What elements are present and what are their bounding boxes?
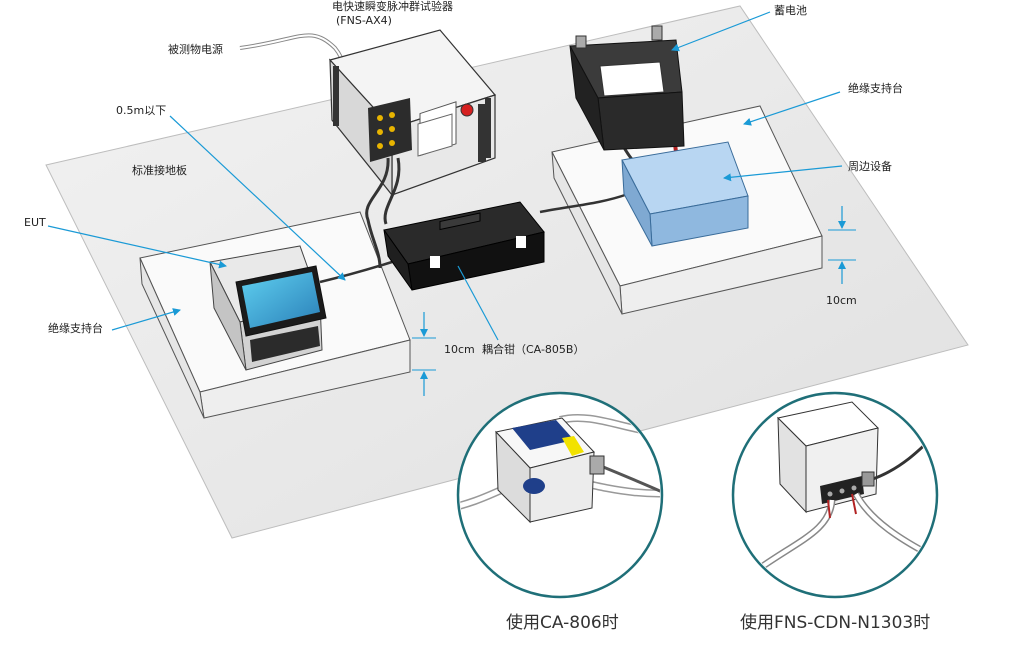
burst-generator — [328, 29, 497, 197]
generator-title: 电快速瞬变脉冲群试验器 — [332, 0, 453, 13]
label-ground-plate: 标准接地板 — [132, 164, 187, 177]
peripheral-device — [621, 141, 749, 247]
label-cable-length: 0.5m以下 — [116, 104, 167, 117]
caption-cdn: 使用FNS-CDN-N1303时 — [740, 613, 931, 633]
coupling-clamp — [383, 201, 545, 291]
detail-circle-cdn — [731, 391, 939, 599]
generator-model: (FNS-AX4) — [336, 14, 392, 27]
label-battery: 蓄电池 — [774, 4, 807, 17]
label-height-right: 10cm — [826, 294, 857, 307]
detail-circle-ca806 — [456, 391, 664, 599]
leader-lines — [47, 11, 843, 341]
height-marker-left — [412, 312, 436, 396]
battery — [569, 25, 685, 151]
label-peripheral: 周边设备 — [848, 160, 892, 173]
label-height-left: 10cm — [444, 343, 475, 356]
eut-device — [209, 245, 327, 371]
height-marker-right — [828, 206, 856, 284]
label-insulating-support-right: 绝缘支持台 — [848, 82, 903, 95]
caption-ca806: 使用CA-806时 — [506, 613, 619, 633]
label-eut: EUT — [24, 216, 46, 229]
label-power-source: 被测物电源 — [168, 43, 223, 56]
label-clamp: 耦合钳（CA-805B） — [482, 343, 585, 356]
label-insulating-support-left: 绝缘支持台 — [48, 322, 103, 335]
